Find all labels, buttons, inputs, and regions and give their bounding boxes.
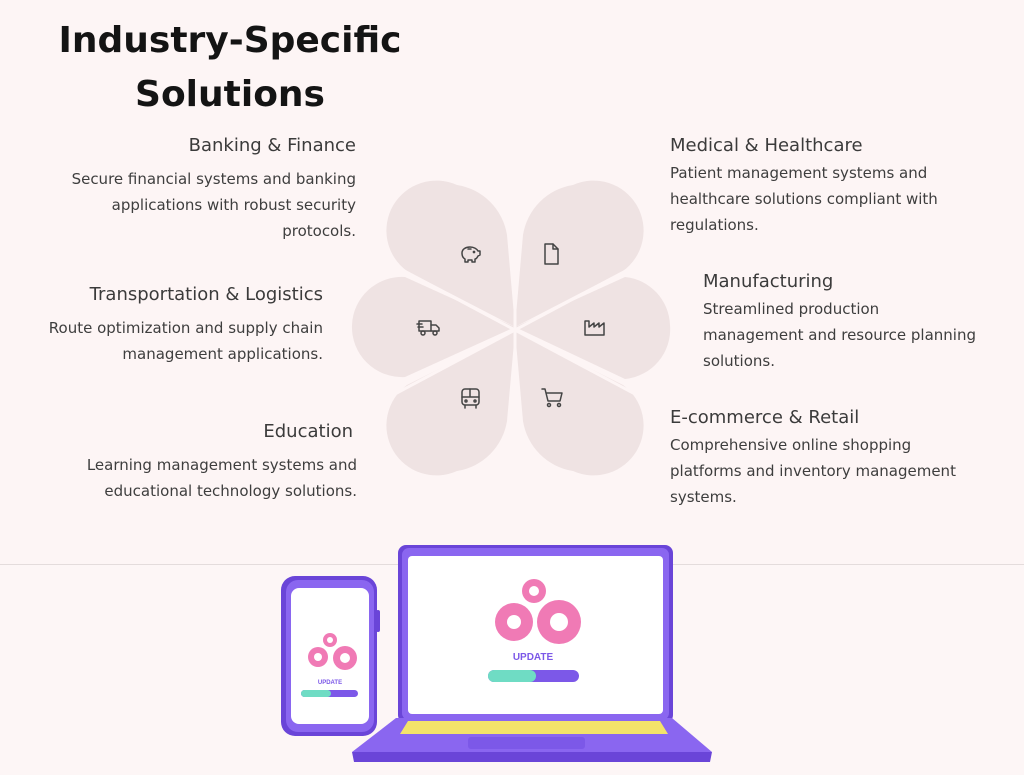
petal-transport xyxy=(351,276,515,378)
industry-section xyxy=(0,0,1024,564)
phone-progress-fill xyxy=(301,690,331,697)
industry-transport-desc-line: Route optimization and supply chain xyxy=(48,319,323,337)
shopping-cart-icon xyxy=(541,388,563,408)
industry-manufacturing-desc-line: Streamlined production xyxy=(703,300,880,318)
industry-banking-desc-line: applications with robust security xyxy=(111,196,356,214)
industry-education-heading: Education xyxy=(263,421,353,442)
industry-medical-description: Patient management systems and healthcar… xyxy=(670,160,970,238)
laptop-gear-icon xyxy=(495,579,581,644)
industry-medical-desc-line: Patient management systems and xyxy=(670,164,928,182)
phone-device: UPDATE xyxy=(281,576,380,736)
industry-education-desc-line: Learning management systems and xyxy=(86,456,357,474)
industry-transport-heading: Transportation & Logistics xyxy=(89,284,323,305)
industry-medical-desc-line: regulations. xyxy=(670,216,759,234)
industry-ecommerce-desc-line: platforms and inventory management xyxy=(670,462,956,480)
industry-manufacturing-description: Streamlined production management and re… xyxy=(703,296,1003,374)
industry-banking: Banking & Finance Secure financial syste… xyxy=(60,134,356,244)
factory-icon xyxy=(584,320,605,336)
industry-flower-diagram xyxy=(351,175,671,485)
industry-ecommerce-desc-line: systems. xyxy=(670,488,737,506)
phone-gear-icon xyxy=(308,633,357,670)
industry-medical-desc-line: healthcare solutions compliant with xyxy=(670,190,938,208)
laptop-device: UPDATE xyxy=(352,545,712,762)
industry-ecommerce: E-commerce & Retail Comprehensive online… xyxy=(670,406,970,510)
industry-education-description: Learning management systems and educatio… xyxy=(60,452,357,504)
phone-update-label: UPDATE xyxy=(318,680,342,686)
industry-medical-heading: Medical & Healthcare xyxy=(670,135,863,156)
industry-education-desc-line: educational technology solutions. xyxy=(104,482,357,500)
industry-banking-description: Secure financial systems and banking app… xyxy=(60,166,356,244)
page-title: Industry-Specific Solutions xyxy=(40,14,420,122)
industry-ecommerce-description: Comprehensive online shopping platforms … xyxy=(670,432,970,510)
industry-manufacturing-desc-line: management and resource planning xyxy=(703,326,976,344)
industry-manufacturing-desc-line: solutions. xyxy=(703,352,775,370)
petal-manufacturing xyxy=(515,277,671,379)
petal-education xyxy=(386,331,515,476)
industry-banking-heading: Banking & Finance xyxy=(188,135,356,156)
petal-medical xyxy=(515,180,644,327)
delivery-truck-icon xyxy=(416,320,440,336)
bus-icon xyxy=(461,388,480,409)
petal-ecommerce xyxy=(515,331,644,476)
page-title-line1: Industry-Specific xyxy=(58,20,402,61)
laptop-keyboard xyxy=(400,721,668,734)
industry-manufacturing-heading: Manufacturing xyxy=(703,271,834,292)
laptop-progress-fill xyxy=(488,670,536,682)
industry-banking-desc-line: Secure financial systems and banking xyxy=(71,170,356,188)
page-title-line2: Solutions xyxy=(135,74,325,115)
laptop-update-label: UPDATE xyxy=(513,652,554,663)
industry-education: Education Learning management systems an… xyxy=(60,420,357,504)
piggy-bank-icon xyxy=(461,246,481,263)
petal-banking xyxy=(386,180,515,327)
laptop-touchpad xyxy=(468,737,585,749)
industry-transport-desc-line: management applications. xyxy=(122,345,323,363)
industry-manufacturing: Manufacturing Streamlined production man… xyxy=(703,270,1003,374)
industry-transport: Transportation & Logistics Route optimiz… xyxy=(40,283,323,367)
industry-medical: Medical & Healthcare Patient management … xyxy=(670,134,970,238)
document-icon xyxy=(544,243,559,265)
industry-banking-desc-line: protocols. xyxy=(282,222,356,240)
industry-ecommerce-desc-line: Comprehensive online shopping xyxy=(670,436,912,454)
industry-transport-description: Route optimization and supply chain mana… xyxy=(40,315,323,367)
industry-ecommerce-heading: E-commerce & Retail xyxy=(670,407,860,428)
